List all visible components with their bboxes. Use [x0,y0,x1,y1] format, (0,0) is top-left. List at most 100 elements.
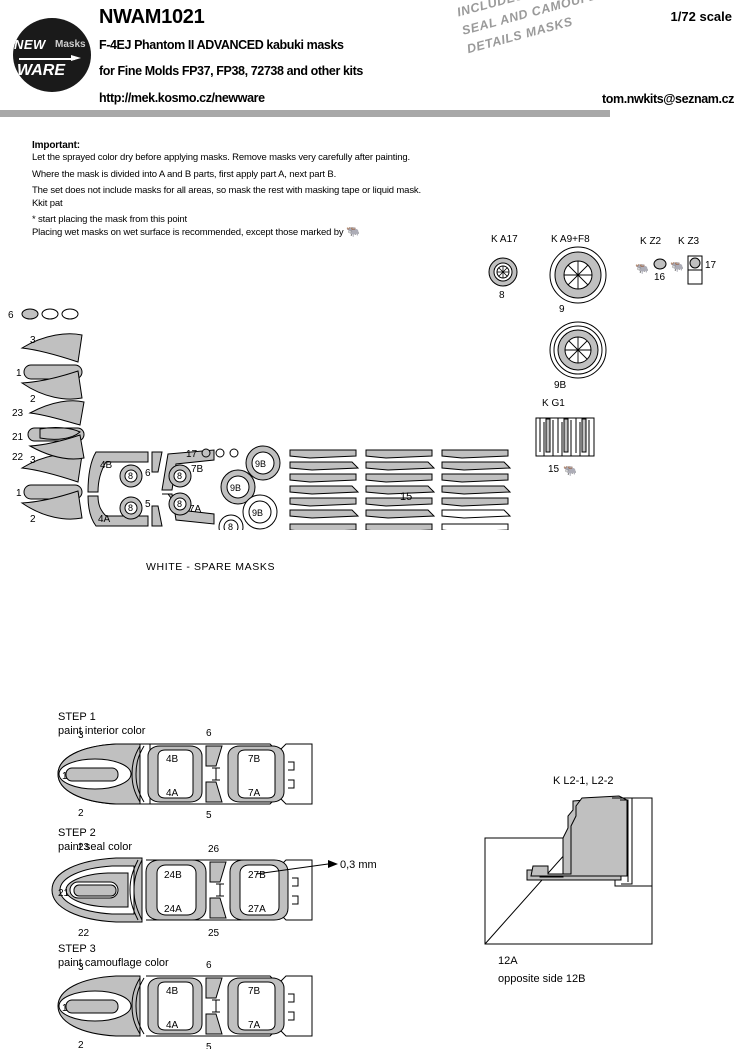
nose-mask-group-1: 3 1 2 [16,453,83,525]
wheel-9b-0: 9B [255,459,266,469]
important-line-5: * start placing the mask from this point [32,214,188,226]
step-1-label-m: 1 [62,771,68,782]
nose-label-1b: 1 [16,368,22,379]
wheel-9b-2: 9B [252,508,263,518]
wheel-9b-3: 8 [228,522,233,530]
page-header: NEW Masks WARE NWAM1021 F-4EJ Phantom II… [0,0,742,118]
scale-label: 1/72 scale [670,9,732,24]
step-3-label-b: 2 [78,1040,84,1049]
strip-col-1 [289,449,360,530]
canopy-1-c2: 8 [128,503,133,513]
strip-col-2 [365,449,436,530]
step-2-label-ra: 27A [248,904,266,915]
contact-email[interactable]: tom.nwkits@seznam.cz [601,92,734,106]
strip-col-3 [441,449,512,530]
kit-ka17: K A17 8 [488,234,518,301]
dot-row-label: 6 [8,310,14,321]
step-3-label-fb: 4B [166,986,179,997]
step-2: STEP 2 paint seal color 21 23 22 24B 24A… [51,827,377,939]
step-1-subtitle: paint interior color [58,725,146,737]
canopy-1-c4: 8 [177,499,182,509]
important-line-6-text: Placing wet masks on wet surface is reco… [32,227,344,239]
item-17-group: 17 [186,448,239,460]
canopy-1-6: 6 [145,468,151,479]
tail-detail-label1: 12A [498,955,518,967]
step-1-label-ra: 7A [248,788,261,799]
butterfly-icon: 🐃 [345,226,360,239]
step-2-label-botn: 25 [208,928,220,939]
tail-detail: K L2-1, L2-2 12A opposite side 12B [484,775,653,985]
step-2-label-t: 23 [78,842,90,853]
step-3-subtitle: paint camouflage color [58,957,169,969]
butterfly-icon-kz3: 🐃 [670,261,684,273]
nose-label-21: 21 [12,432,24,443]
spare-masks-label: WHITE - SPARE MASKS [146,561,276,573]
kit-kz2-title: K Z2 [640,236,662,247]
nose-label-22: 22 [12,452,24,463]
step-2-title: STEP 2 [58,827,96,839]
logo-arrow-icon [19,55,85,62]
canopy-1-5: 5 [145,499,151,510]
kit-kz3: K Z3 🐃 17 [670,236,717,285]
website-url[interactable]: http://mek.kosmo.cz/newware [99,91,265,105]
important-line-3: The set does not include masks for all a… [32,185,422,197]
canopy-1-4A: 4A [98,514,111,525]
step-3-label-t: 3 [78,962,84,973]
nose-label-3b: 3 [30,335,36,346]
step-2-callout: 0,3 mm [255,859,377,875]
step-2-label-topn: 26 [208,844,220,855]
step-1: STEP 1 paint interior color 1 3 2 4B 4A … [57,711,313,821]
important-line-2: Where the mask is divided into A and B p… [32,168,337,180]
kit-kz3-num: 17 [705,260,717,271]
header-divider [0,110,610,117]
tail-detail-label2: opposite side 12B [498,973,585,985]
kit-ka9f8: K A9+F8 9 9B [549,234,607,391]
nose-label-23: 23 [12,408,24,419]
kit-ka9f8-title: K A9+F8 [551,234,590,245]
canopy-1-7B: 7B [191,464,204,475]
nose-mask-group-3: 23 21 22 [12,400,85,463]
canopy-1-7A: 7A [189,504,202,515]
kit-kg1: K G1 15 🐃 [535,398,595,477]
kit-ka9f8-num1: 9 [559,304,565,315]
butterfly-icon-kz2: 🐃 [635,263,649,275]
step-3-label-rb: 7B [248,986,261,997]
step-3-label-m: 1 [62,1003,68,1014]
kit-kg1-title: K G1 [542,398,565,409]
step-1-title: STEP 1 [58,711,96,723]
important-line-4: Kkit pat [32,197,63,209]
promo-banner: INCLUDES ALSO WINDOWS SEAL AND CAMOUFLAG… [455,0,705,72]
product-code: NWAM1021 [99,6,205,28]
step-2-label-fb: 24B [164,870,182,881]
canopy-1-4B: 4B [100,460,113,471]
logo-ware-text: WARE [17,62,65,79]
step-1-label-botn: 5 [206,810,212,821]
important-line-6: Placing wet masks on wet surface is reco… [32,226,552,239]
nose-label-1a: 1 [16,488,22,499]
step-1-label-rb: 7B [248,754,261,765]
kit-kz2: K Z2 🐃 16 [635,236,667,283]
nose-label-2a: 2 [30,514,36,525]
step-2-label-fa: 24A [164,904,182,915]
step-2-callout-text: 0,3 mm [340,859,377,871]
kit-kg1-num: 15 [548,464,560,475]
nose-mask-group-2: 3 1 2 [16,333,83,405]
label-17: 17 [186,449,198,460]
tail-detail-title: K L2-1, L2-2 [553,775,614,787]
important-title: Important: [32,140,80,151]
logo-new-text: NEW [14,37,46,52]
butterfly-icon-kg1: 🐃 [563,465,577,477]
kit-ka9f8-num2: 9B [554,380,567,391]
logo-masks-text: Masks [55,39,86,50]
step-3: STEP 3 paint camouflage color 1 3 2 4B 4… [57,943,313,1049]
step-2-subtitle: paint seal color [58,841,132,853]
wheel-9b-group: 9B 9B 9B 8 [218,445,281,530]
nose-label-3a: 3 [30,455,36,466]
step-3-title: STEP 3 [58,943,96,955]
step-3-label-ra: 7A [248,1020,261,1031]
dot-row-6: 6 [8,308,79,321]
step-3-label-fa: 4A [166,1020,179,1031]
compatible-kits: for Fine Molds FP37, FP38, 72738 and oth… [99,64,363,78]
kit-ka17-num: 8 [499,290,505,301]
strip-grid-label: 15 [400,491,412,503]
